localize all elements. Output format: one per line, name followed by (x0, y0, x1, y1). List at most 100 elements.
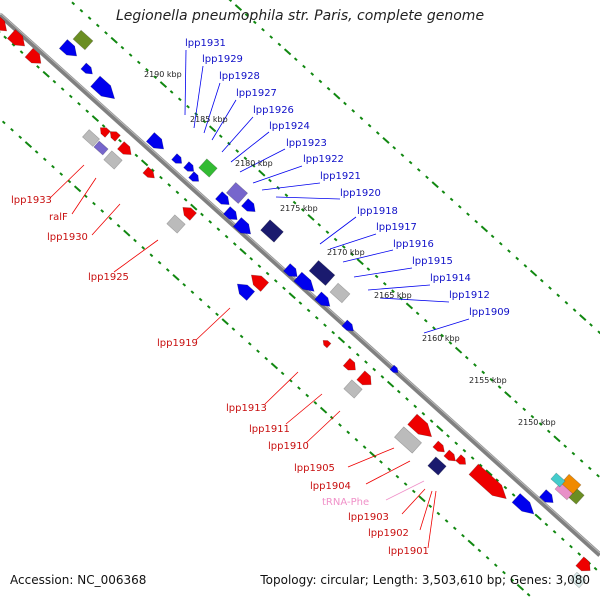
tick-mark (167, 183, 172, 187)
tick-mark (490, 234, 495, 239)
tick-mark (423, 318, 428, 323)
gene-label-bottom[interactable]: lpp1903 (348, 512, 389, 523)
gene-bottom (6, 29, 26, 47)
gene-label-top[interactable]: lpp1909 (469, 307, 510, 318)
tick-mark (478, 463, 483, 468)
scale-label: 2185 kbp (190, 115, 228, 124)
gene-label-top[interactable]: lpp1921 (320, 171, 361, 182)
tick-mark (239, 334, 244, 339)
tick-mark (3, 35, 8, 40)
tick-mark (391, 289, 395, 294)
tick-mark (510, 578, 515, 582)
tick-mark (507, 249, 511, 253)
gene-label-bottom[interactable]: lpp1919 (157, 338, 198, 349)
gene-label-bottom[interactable]: lpp1905 (294, 463, 335, 474)
tick-mark (258, 169, 266, 177)
tick-mark (232, 242, 237, 246)
tick-mark (239, 247, 247, 255)
tick-mark (411, 489, 416, 494)
gene-label-top[interactable]: lpp1922 (303, 154, 344, 165)
gene-label-top[interactable]: lpp1918 (357, 206, 398, 217)
gene-label-bottom[interactable]: lpp1910 (268, 441, 309, 452)
tick-mark (593, 566, 598, 571)
tick-mark (36, 65, 40, 69)
gene-label-top[interactable]: lpp1931 (185, 38, 226, 49)
gene-bottom-shape (250, 274, 270, 292)
gene-bottom (103, 150, 123, 170)
tick-mark (396, 389, 401, 394)
tick-mark (355, 352, 360, 357)
gene-label-top[interactable]: lpp1929 (202, 54, 243, 65)
tick-mark (277, 42, 282, 47)
gene-label-top[interactable]: lpp1927 (236, 88, 277, 99)
gene-bottom (569, 571, 587, 589)
gene-label-bottom[interactable]: lpp1911 (249, 424, 290, 435)
gene-label-top[interactable]: lpp1915 (412, 256, 453, 267)
gene-top (145, 132, 165, 150)
tick-mark (341, 245, 346, 249)
gene-top (283, 263, 298, 278)
tick-mark (104, 31, 108, 35)
gene-bottom (550, 472, 566, 488)
tick-mark (42, 157, 47, 162)
gene-label-bottom[interactable]: lpp1902 (368, 528, 409, 539)
gene-label-bottom[interactable]: ralF (49, 212, 68, 223)
gene-bottom (432, 440, 445, 453)
tick-mark (477, 548, 482, 553)
tick-mark (440, 333, 445, 338)
leader-line-top (230, 131, 270, 163)
tick-mark (546, 429, 551, 434)
gene-bottom (182, 206, 197, 221)
gene-top-shape (72, 29, 94, 51)
gene-label-top[interactable]: lpp1926 (253, 105, 294, 116)
gene-top (80, 62, 93, 75)
leader-line-bottom (195, 307, 231, 341)
tick-mark (431, 181, 439, 189)
gene-label-bottom[interactable]: lpp1904 (310, 481, 351, 492)
scale-label: 2180 kbp (235, 159, 273, 168)
gene-label-bottom[interactable]: lpp1933 (11, 195, 52, 206)
map-title: Legionella pneumophila str. Paris, compl… (115, 8, 485, 24)
tick-mark (400, 153, 405, 157)
gene-label-top[interactable]: lpp1914 (430, 273, 471, 284)
gene-label-bottom[interactable]: lpp1901 (388, 546, 429, 557)
tick-mark (436, 425, 444, 432)
gene-label-bottom[interactable]: lpp1925 (88, 272, 129, 283)
gene-label-top[interactable]: lpp1920 (340, 188, 381, 199)
gene-bottom (443, 449, 456, 462)
gene-bottom-shape (0, 14, 8, 32)
tick-mark (523, 264, 528, 268)
gene-label-bottom[interactable]: lpp1930 (47, 232, 88, 243)
tick-mark (249, 256, 254, 261)
tick-mark (208, 220, 213, 224)
gene-top-shape (241, 198, 256, 213)
gene-label-bottom[interactable]: lpp1913 (226, 403, 267, 414)
tick-mark (270, 362, 279, 370)
tick-mark (359, 116, 364, 121)
tick-mark (83, 194, 88, 199)
tick-mark (282, 286, 286, 291)
gene-label-top[interactable]: lpp1923 (286, 138, 327, 149)
tick-mark (60, 87, 65, 91)
leader-line-top (193, 65, 204, 129)
tick-mark (269, 35, 274, 39)
tick-mark (85, 109, 90, 114)
tick-mark (366, 267, 371, 271)
tick-mark (372, 367, 377, 372)
gene-label-top[interactable]: lpp1912 (449, 290, 490, 301)
tick-mark (186, 104, 190, 109)
tick-mark (452, 526, 457, 531)
tick-mark (313, 401, 318, 405)
leader-line-top (423, 318, 470, 334)
gene-label-top[interactable]: lpp1916 (393, 239, 434, 250)
leader-line-bottom (401, 488, 426, 515)
tick-mark (526, 592, 531, 597)
tick-mark (157, 260, 162, 265)
gene-label-top[interactable]: lpp1917 (376, 222, 417, 233)
gene-label-top[interactable]: lpp1928 (219, 71, 260, 82)
tick-mark (18, 135, 23, 140)
gene-bottom (117, 141, 132, 156)
tick-mark (454, 346, 463, 354)
gene-label-rna[interactable]: tRNA-Phe (322, 497, 369, 508)
gene-label-top[interactable]: lpp1924 (269, 121, 310, 132)
